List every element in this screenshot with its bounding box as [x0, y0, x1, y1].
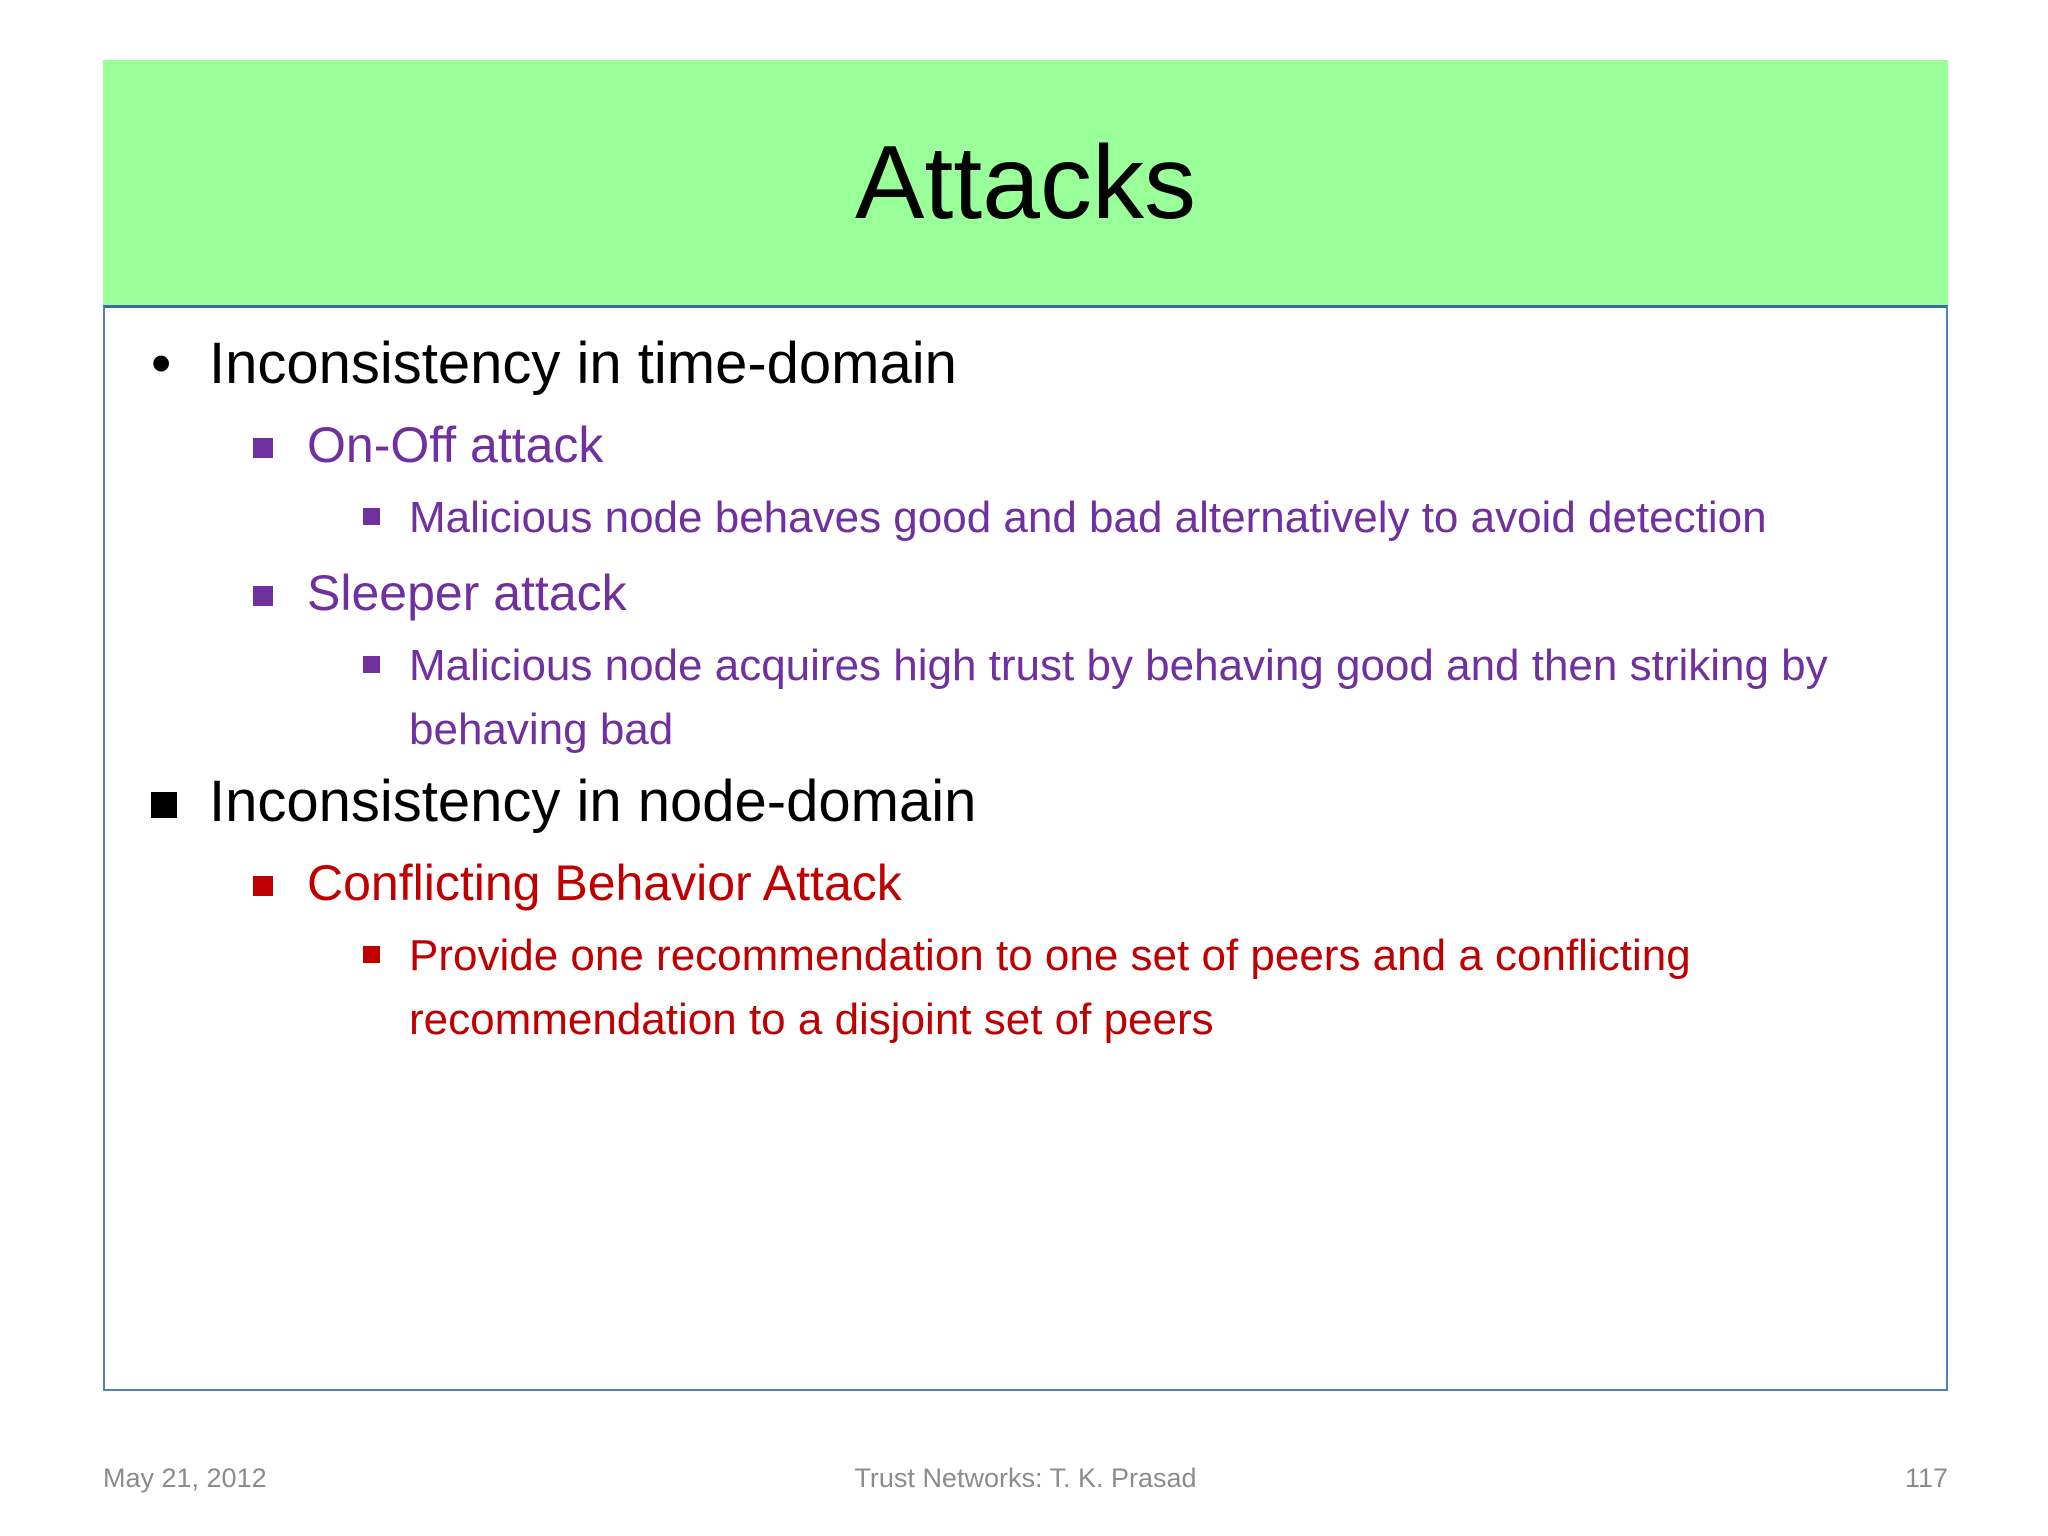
bullet-level3-on-off-detail: Malicious node behaves good and bad alte… [363, 486, 1920, 550]
bullet-level3-sleeper-detail: Malicious node acquires high trust by be… [363, 634, 1920, 762]
bullet-text: Conflicting Behavior Attack [307, 855, 902, 911]
bullet-text: Provide one recommendation to one set of… [409, 931, 1691, 1044]
footer-page-number: 117 [1904, 1462, 1948, 1493]
bullet-level3-conflicting-detail: Provide one recommendation to one set of… [363, 924, 1920, 1052]
bullet-text: On-Off attack [307, 417, 604, 473]
square-bullet-icon [363, 634, 409, 673]
bullet-text: Sleeper attack [307, 565, 627, 621]
square-bullet-icon [253, 560, 307, 606]
content-body: • Inconsistency in time-domain On-Off at… [103, 305, 1948, 1391]
bullet-text: Inconsistency in node-domain [209, 769, 977, 834]
square-bullet-icon [363, 486, 409, 525]
page-title: Attacks [855, 124, 1196, 241]
title-banner: Attacks [103, 60, 1948, 305]
bullet-text: Malicious node behaves good and bad alte… [409, 493, 1767, 542]
footer-date: May 21, 2012 [103, 1462, 267, 1493]
bullet-text: Malicious node acquires high trust by be… [409, 641, 1828, 754]
square-bullet-icon [253, 850, 307, 896]
bullet-level1-node-domain: Inconsistency in node-domain [145, 764, 1920, 840]
square-bullet-icon [363, 924, 409, 963]
bullet-text: Inconsistency in time-domain [209, 331, 957, 396]
bullet-level2-sleeper-attack: Sleeper attack [253, 560, 1920, 626]
footer-title: Trust Networks: T. K. Prasad [854, 1462, 1197, 1493]
bullet-level2-on-off-attack: On-Off attack [253, 412, 1920, 478]
bullet-level1-time-domain: • Inconsistency in time-domain [145, 326, 1920, 402]
slide-footer: May 21, 2012 Trust Networks: T. K. Prasa… [103, 1448, 1948, 1508]
bullet-level2-conflicting-behavior-attack: Conflicting Behavior Attack [253, 850, 1920, 916]
square-bullet-icon [253, 412, 307, 458]
square-bullet-icon [145, 764, 209, 818]
disc-bullet-icon: • [151, 331, 172, 396]
